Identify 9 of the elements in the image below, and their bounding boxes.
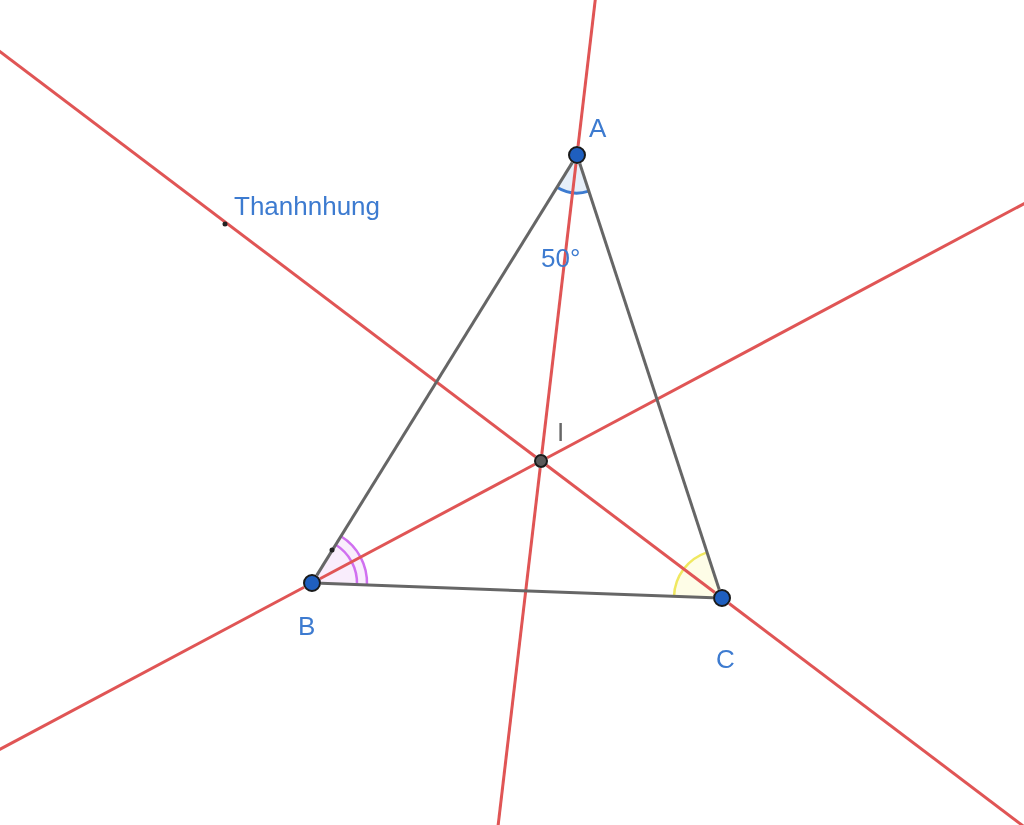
point-label: I (557, 419, 565, 445)
point-label: B (298, 613, 316, 639)
triangle-side (578, 163, 721, 590)
angle-bisector-line (545, 464, 716, 594)
angle-bisector-line (540, 163, 578, 455)
point-label: C (716, 646, 735, 672)
triangle-side (320, 581, 714, 600)
point-label: A (589, 115, 607, 141)
text-label: Thanhnhung (234, 193, 381, 219)
